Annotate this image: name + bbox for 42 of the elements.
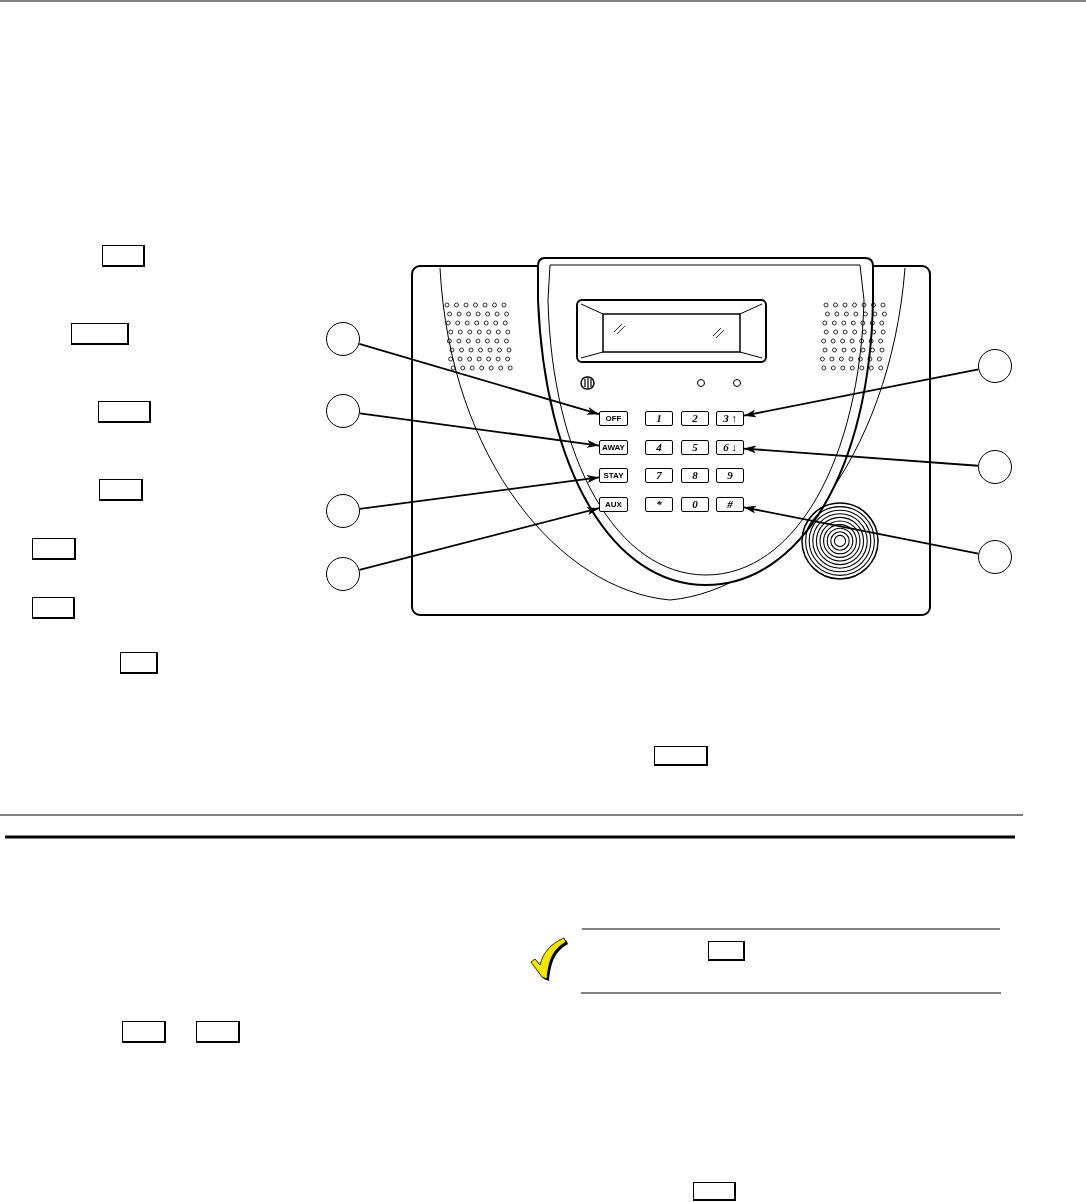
key-outline-box xyxy=(708,941,745,961)
keypad-key: * xyxy=(645,497,673,512)
callout-circle xyxy=(326,494,360,528)
keypad-key: 0 xyxy=(681,497,709,512)
leader-arrow xyxy=(743,368,980,418)
callout-circle xyxy=(978,450,1012,484)
key-outline-box xyxy=(32,597,75,619)
keypad-key: 3 ↑ xyxy=(716,411,744,426)
leader-arrow xyxy=(743,445,979,467)
leader-arrow xyxy=(743,505,980,555)
leader-arrow xyxy=(358,342,600,416)
key-outline-box xyxy=(102,245,145,267)
keypad-key: 1 xyxy=(645,411,673,426)
keypad-key: 8 xyxy=(681,468,709,483)
keypad-key: OFF xyxy=(599,411,628,426)
keypad-key: 9 xyxy=(716,468,744,483)
key-outline-box xyxy=(71,323,129,345)
callout-circle xyxy=(326,322,360,356)
callout-circle xyxy=(326,557,360,591)
callout-circle xyxy=(978,349,1012,383)
keypad-key: AWAY xyxy=(599,440,628,455)
keypad-key: 2 xyxy=(681,411,709,426)
callout-circle xyxy=(326,394,360,428)
key-outline-box xyxy=(196,1021,240,1043)
keypad-key: STAY xyxy=(599,468,628,483)
key-outline-box xyxy=(99,479,143,501)
key-outline-box xyxy=(693,1182,736,1201)
leader-arrow xyxy=(358,475,600,510)
leader-arrow xyxy=(358,507,600,571)
keypad-key: # xyxy=(716,497,744,512)
keypad-key: 5 xyxy=(681,440,709,455)
callout-circle xyxy=(978,540,1012,574)
key-outline-box xyxy=(654,746,708,766)
key-outline-box xyxy=(32,538,76,560)
keypad-key: 4 xyxy=(645,440,673,455)
keypad-key: AUX xyxy=(599,497,628,512)
key-outline-box xyxy=(122,1021,166,1043)
key-outline-box xyxy=(98,401,151,423)
keypad-key: 6 ↓ xyxy=(716,440,744,455)
key-outline-box xyxy=(120,652,158,674)
keypad-key: 7 xyxy=(645,468,673,483)
leader-arrow xyxy=(358,412,600,448)
